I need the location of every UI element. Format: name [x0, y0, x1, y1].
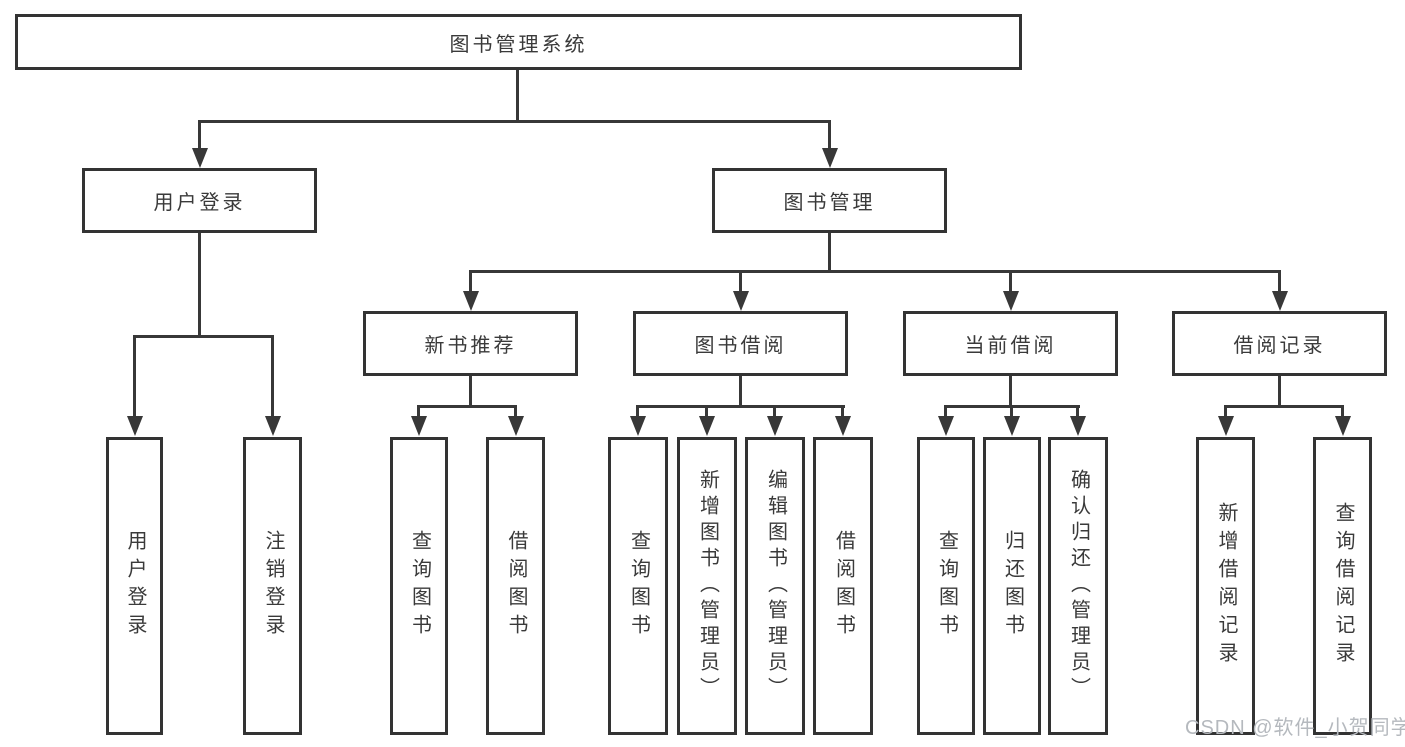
node-user-login: 用户登录	[82, 168, 317, 233]
leaf-newbooks-borrow: 借阅图书	[486, 437, 545, 735]
edge-leaf	[705, 405, 708, 420]
node-root-label: 图书管理系统	[449, 33, 588, 56]
edge-leaf	[1341, 405, 1344, 420]
arrow-down-icon	[1003, 291, 1019, 311]
arrow-down-icon	[265, 416, 281, 436]
edge-mgmt-stem	[828, 233, 831, 272]
node-root: 图书管理系统	[15, 14, 1022, 70]
edge-to-leaf-user-login	[133, 335, 136, 420]
leaf-records-query: 查询借阅记录	[1313, 437, 1372, 735]
edge-newbooks-stem	[469, 376, 472, 407]
leaf-borrow-book: 借阅图书	[813, 437, 873, 735]
leaf-records-add-label: 新增借阅记录	[1215, 502, 1237, 670]
leaf-current-return-label: 归还图书	[1001, 530, 1024, 642]
node-new-books: 新书推荐	[363, 311, 578, 376]
edge-borrow-bar	[636, 405, 845, 408]
arrow-down-icon	[463, 291, 479, 311]
arrow-down-icon	[1070, 416, 1086, 436]
edge-to-book-mgmt	[828, 120, 831, 150]
arrow-down-icon	[630, 416, 646, 436]
leaf-current-query: 查询图书	[917, 437, 975, 735]
leaf-newbooks-query: 查询图书	[390, 437, 448, 735]
leaf-borrow-edit-label: 编辑图书（管理员）	[764, 469, 787, 703]
edge-login-stem	[198, 233, 201, 337]
leaf-records-add: 新增借阅记录	[1196, 437, 1255, 735]
edge-records-bar	[1224, 405, 1344, 408]
edge-newbooks-bar	[417, 405, 517, 408]
edge-to-new-books	[469, 270, 472, 293]
leaf-borrow-book-label: 借阅图书	[832, 530, 855, 642]
edge-to-leaf-logout	[271, 335, 274, 420]
edge-root-stem	[516, 70, 519, 120]
node-current-borrow: 当前借阅	[903, 311, 1118, 376]
node-book-mgmt-label: 图书管理	[783, 192, 876, 214]
arrow-down-icon	[508, 416, 524, 436]
edge-to-borrow-records	[1278, 270, 1281, 293]
leaf-current-confirm: 确认归还（管理员）	[1048, 437, 1108, 735]
arrow-down-icon	[1218, 416, 1234, 436]
arrow-down-icon	[127, 416, 143, 436]
leaf-newbooks-query-label: 查询图书	[408, 530, 431, 642]
csdn-watermark: CSDN @软件_小贺同学	[1185, 717, 1405, 739]
arrow-down-icon	[767, 416, 783, 436]
edge-leaf	[514, 405, 517, 420]
edge-mgmt-bar	[469, 270, 1281, 273]
edge-leaf	[1224, 405, 1227, 420]
edge-leaf	[417, 405, 420, 420]
edge-root-bar	[198, 120, 831, 123]
edge-leaf	[841, 405, 844, 420]
edge-to-book-borrow	[739, 270, 742, 293]
edge-leaf	[773, 405, 776, 420]
leaf-borrow-add-label: 新增图书（管理员）	[696, 469, 719, 703]
node-new-books-label: 新书推荐	[424, 335, 517, 357]
node-current-borrow-label: 当前借阅	[964, 335, 1057, 357]
edge-to-user-login	[198, 120, 201, 150]
node-user-login-label: 用户登录	[153, 192, 246, 214]
edge-current-stem	[1009, 376, 1012, 407]
node-book-mgmt: 图书管理	[712, 168, 947, 233]
arrow-down-icon	[938, 416, 954, 436]
leaf-newbooks-borrow-label: 借阅图书	[505, 530, 527, 642]
arrow-down-icon	[835, 416, 851, 436]
arrow-down-icon	[822, 148, 838, 168]
leaf-borrow-add: 新增图书（管理员）	[677, 437, 737, 735]
edge-leaf	[1076, 405, 1079, 420]
node-book-borrow: 图书借阅	[633, 311, 848, 376]
leaf-borrow-query: 查询图书	[608, 437, 668, 735]
edge-leaf	[1010, 405, 1013, 420]
leaf-borrow-query-label: 查询图书	[627, 530, 650, 642]
arrow-down-icon	[699, 416, 715, 436]
edge-borrow-stem	[739, 376, 742, 407]
edge-login-bar	[133, 335, 274, 338]
arrow-down-icon	[192, 148, 208, 168]
leaf-current-confirm-label: 确认归还（管理员）	[1067, 469, 1090, 703]
arrow-down-icon	[1335, 416, 1351, 436]
edge-records-stem	[1278, 376, 1281, 407]
leaf-records-query-label: 查询借阅记录	[1332, 502, 1354, 670]
node-book-borrow-label: 图书借阅	[694, 335, 787, 357]
edge-to-current-borrow	[1009, 270, 1012, 293]
edge-leaf	[944, 405, 947, 420]
leaf-logout-label: 注销登录	[262, 530, 284, 642]
arrow-down-icon	[411, 416, 427, 436]
leaf-logout: 注销登录	[243, 437, 302, 735]
leaf-user-login: 用户登录	[106, 437, 163, 735]
node-borrow-records: 借阅记录	[1172, 311, 1387, 376]
arrow-down-icon	[1004, 416, 1020, 436]
arrow-down-icon	[1272, 291, 1288, 311]
leaf-user-login-label: 用户登录	[124, 530, 146, 642]
edge-leaf	[636, 405, 639, 420]
leaf-borrow-edit: 编辑图书（管理员）	[745, 437, 805, 735]
arrow-down-icon	[733, 291, 749, 311]
leaf-current-query-label: 查询图书	[935, 530, 958, 642]
node-borrow-records-label: 借阅记录	[1233, 335, 1326, 357]
leaf-current-return: 归还图书	[983, 437, 1041, 735]
